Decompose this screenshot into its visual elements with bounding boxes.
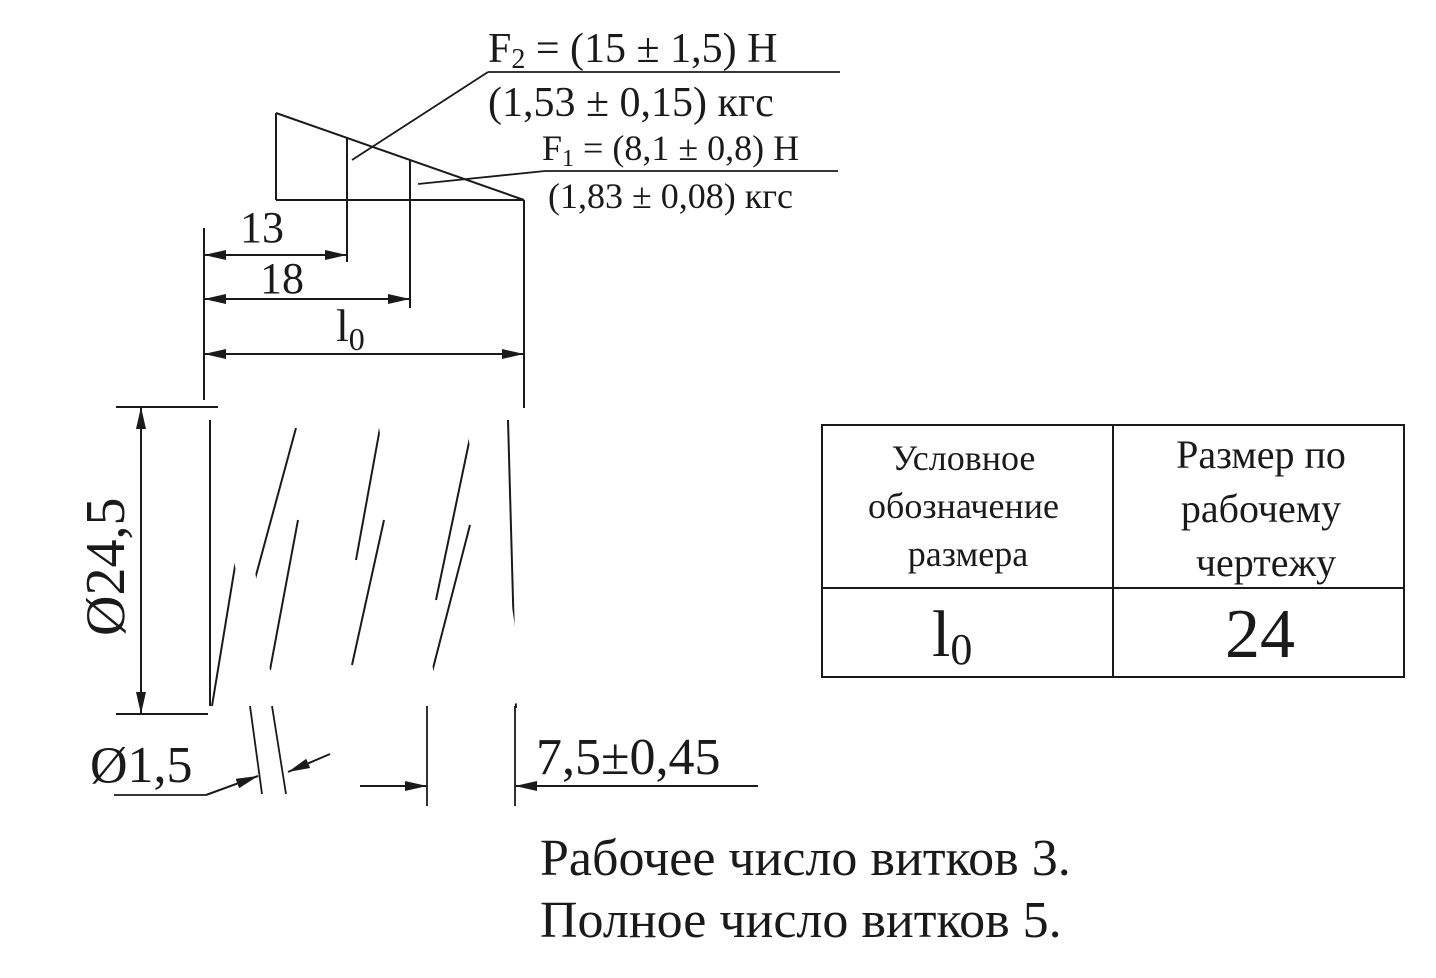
coil-front-4 [466,413,525,704]
dim-13-label: 13 [240,203,284,252]
wire-diameter-dimension [114,705,331,796]
wire-arrow-right [287,753,331,773]
table-header-designation: Условное обозначение размера [868,438,1068,574]
force-line [275,112,525,201]
coil-back-1 [211,559,237,707]
f2-leader [351,71,489,161]
f1-newton-label: F1 = (8,1 ± 0,8) Н [542,128,799,172]
coil-back-2 [251,427,297,591]
note-working-turns: Рабочее число витков 3. [540,830,1071,887]
dim-18-label: 18 [260,254,304,303]
coil-back-6 [429,524,471,681]
size-table [821,424,1405,678]
notes: Рабочее число витков 3. Полное число вит… [540,828,1071,952]
dim-l0-label: l0 [336,300,365,357]
coil-back-7 [435,427,473,601]
coil-front-3 [378,413,437,704]
spring-coils [209,413,525,709]
table-cell-value: 24 [1225,596,1295,673]
wire-diameter-label: Ø1,5 [90,737,193,794]
f2-kgf-label: (1,53 ± 0,15) кгс [488,80,774,126]
coil-back-4 [351,519,385,666]
note-total-turns: Полное число витков 5. [540,892,1062,949]
wire-extension-1 [249,705,263,795]
table-header-size: Размер по рабочему чертежу [1176,432,1356,585]
wire-extension-2 [271,705,287,795]
coil-back-3 [269,519,299,671]
pitch-label: 7,5±0,45 [536,729,721,786]
coil-back-5 [355,427,381,561]
table-cell-symbol: l0 [932,598,972,674]
outer-diameter-dimension [116,406,218,715]
coil-front-2 [296,413,355,704]
f1-kgf-label: (1,83 ± 0,08) кгс [548,176,793,216]
pitch-dimension [360,706,758,806]
coil-front-1 [213,413,274,704]
f2-newton-label: F2 = (15 ± 1,5) Н [488,26,777,75]
force-diagram [275,71,840,308]
outer-diameter-label: Ø24,5 [75,498,137,636]
length-dimensions [203,200,525,408]
wire-arrow-left [205,775,259,796]
f1-leader [417,170,546,185]
